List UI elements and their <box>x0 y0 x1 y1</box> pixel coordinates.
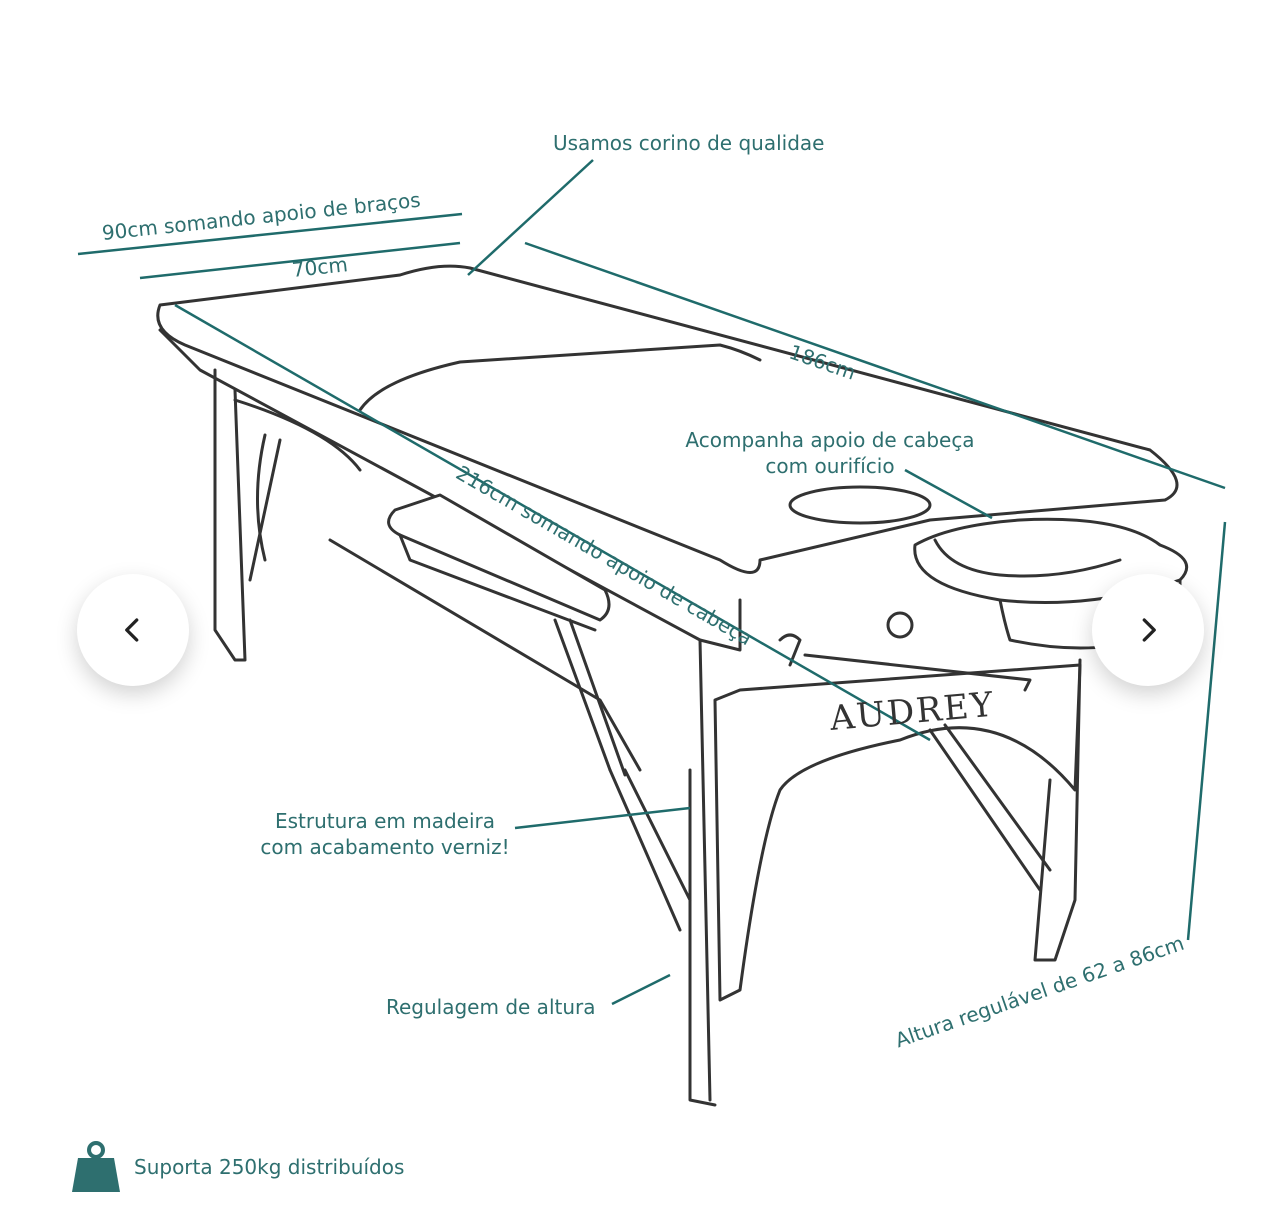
head-rest-label: Acompanha apoio de cabeça com ourifício <box>680 427 980 479</box>
wood-structure-label-line2: com acabamento verniz! <box>260 835 510 859</box>
weight-capacity-text: Suporta 250kg distribuídos <box>134 1155 405 1179</box>
wood-structure-label-line1: Estrutura em madeira <box>274 809 496 833</box>
head-rest-label-line1: Acompanha apoio de cabeça <box>685 428 975 452</box>
height-adjust-label: Regulagem de altura <box>386 995 596 1019</box>
head-rest-label-line2: com ourifício <box>765 454 895 478</box>
wood-structure-label: Estrutura em madeira com acabamento vern… <box>250 808 520 860</box>
material-label: Usamos corino de qualidae <box>553 131 825 155</box>
weight-capacity-badge: Suporta 250kg distribuídos <box>70 1140 404 1194</box>
chevron-right-icon <box>1142 618 1156 642</box>
next-image-button[interactable] <box>1092 574 1204 686</box>
chevron-left-icon <box>125 618 139 642</box>
prev-image-button[interactable] <box>77 574 189 686</box>
weight-icon <box>72 1141 120 1192</box>
